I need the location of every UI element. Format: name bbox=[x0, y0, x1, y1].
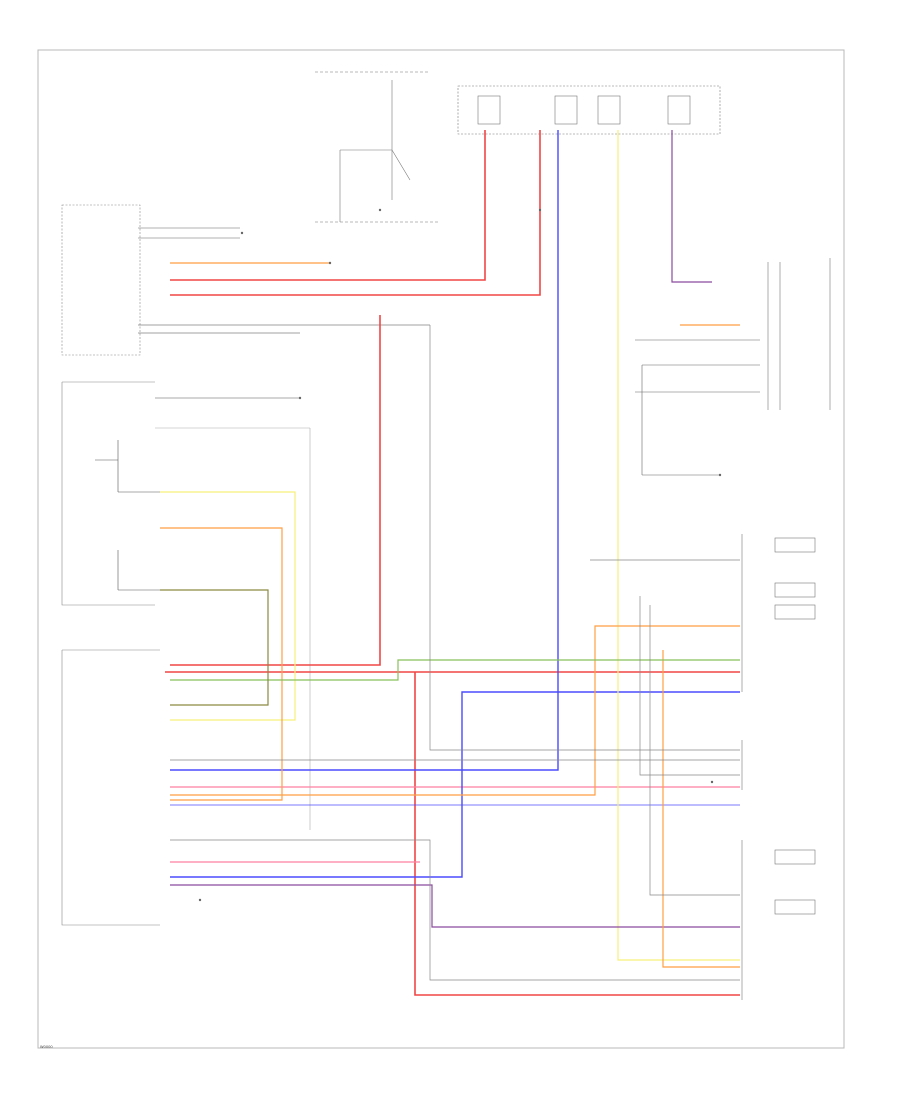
wire-red-main bbox=[165, 130, 740, 996]
wire-violet-drop bbox=[170, 130, 740, 928]
wire-orange-signal bbox=[160, 262, 740, 968]
wire-blue-main bbox=[170, 130, 740, 878]
wire-pink-vertical bbox=[170, 786, 740, 863]
wire-olive-signal bbox=[160, 589, 269, 706]
lower-connector bbox=[61, 649, 160, 926]
wire-gray-bundle bbox=[170, 325, 740, 981]
right-switches bbox=[635, 258, 831, 1000]
switch-module bbox=[61, 381, 311, 830]
diagram-code: W0000 bbox=[40, 1045, 53, 1049]
wire-green-signal bbox=[170, 659, 740, 681]
fuse-box-top bbox=[315, 71, 721, 223]
diagram-frame bbox=[37, 49, 845, 1049]
wire-yellow-feed bbox=[160, 130, 740, 961]
tcm-box bbox=[61, 204, 430, 356]
connector-markers bbox=[198, 208, 722, 902]
